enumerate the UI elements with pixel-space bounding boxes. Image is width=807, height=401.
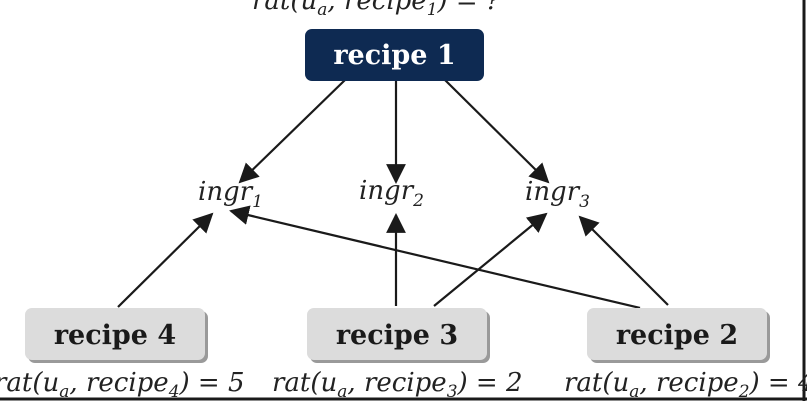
ingredient-1: ingr1 bbox=[198, 177, 263, 212]
node-recipe-4[interactable]: recipe 4 bbox=[25, 308, 208, 363]
ingredient-3: ingr3 bbox=[525, 177, 590, 212]
node-recipe-1-label: recipe 1 bbox=[333, 40, 455, 71]
edges bbox=[117, 79, 669, 310]
edge-recipe3-ingr3 bbox=[433, 212, 548, 307]
node-recipe-1-box bbox=[305, 29, 484, 81]
node-recipe-3[interactable]: recipe 3 bbox=[307, 308, 490, 363]
target-rating-formula: rat(ua, recipe1) = ? bbox=[252, 0, 501, 20]
edge-recipe2-ingr1 bbox=[229, 205, 641, 310]
node-recipe-4-box bbox=[25, 308, 205, 360]
rating-recipe-2: rat(ua, recipe2) = 4 bbox=[564, 368, 807, 401]
node-recipe-2-box bbox=[587, 308, 767, 360]
node-recipe-2[interactable]: recipe 2 bbox=[587, 308, 770, 363]
node-recipe-2-label: recipe 2 bbox=[616, 320, 738, 351]
edge-recipe1-ingr1 bbox=[238, 79, 346, 184]
node-recipe-3-label: recipe 3 bbox=[336, 320, 458, 351]
node-recipe-1[interactable]: recipe 1 bbox=[305, 29, 484, 81]
edge-recipe1-ingr3 bbox=[444, 79, 550, 184]
ingredient-2: ingr2 bbox=[359, 176, 424, 211]
node-recipe-3-box bbox=[307, 308, 487, 360]
rating-recipe-3: rat(ua, recipe3) = 2 bbox=[272, 368, 523, 401]
rating-recipe-4: rat(ua, recipe4) = 5 bbox=[0, 368, 245, 401]
edge-recipe2-ingr3 bbox=[578, 215, 669, 306]
node-recipe-4-label: recipe 4 bbox=[54, 320, 176, 351]
edge-recipe4-ingr1 bbox=[117, 212, 214, 308]
